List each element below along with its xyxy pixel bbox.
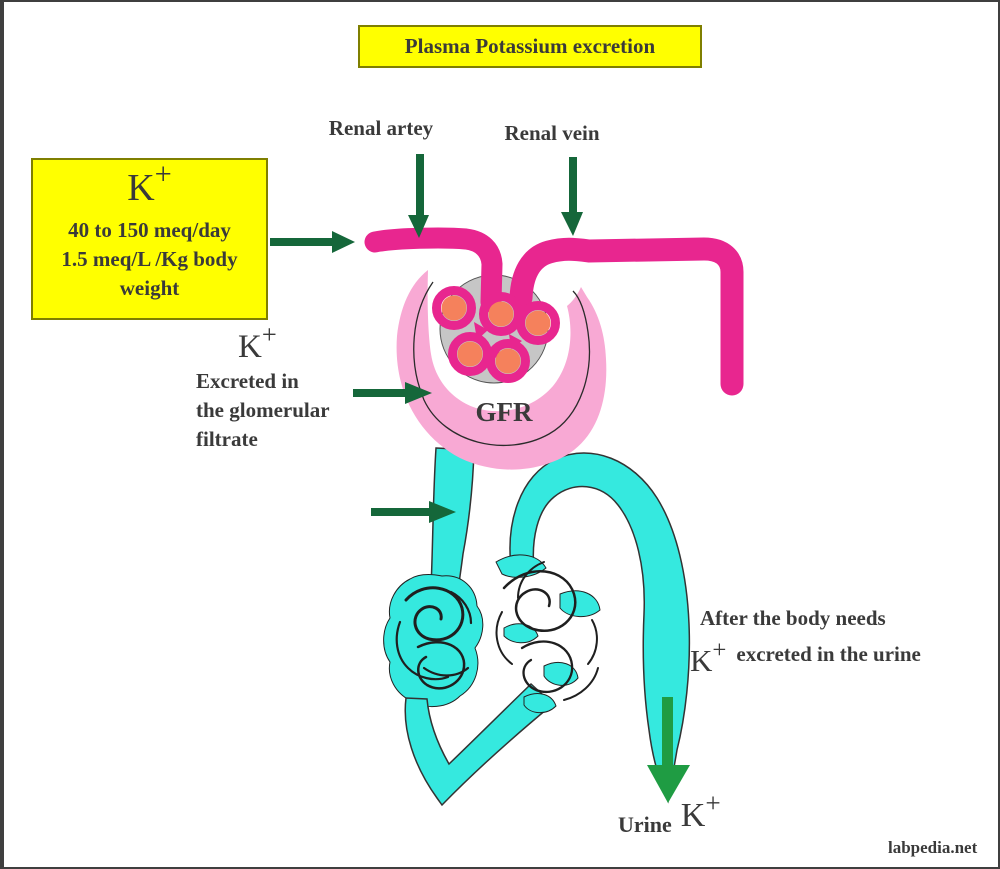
nephron-tubules xyxy=(383,447,691,807)
capillary-3 xyxy=(516,301,560,345)
proximal-tubule xyxy=(430,447,475,593)
renal-artery-vessel xyxy=(364,227,503,313)
annotation-arrows xyxy=(270,154,583,523)
tubule-swirls-right xyxy=(495,561,599,701)
filtrate-text: Excreted in the glomerular filtrate xyxy=(196,369,330,451)
capillary-4 xyxy=(448,332,492,376)
bowmans-capsule xyxy=(396,270,607,470)
artery-pointer-arrow xyxy=(408,154,429,238)
glomerulus-capillary-tuft xyxy=(432,286,560,383)
reabsorption-note-line2: K+ excreted in the urine xyxy=(690,636,921,678)
capillary-1 xyxy=(432,286,476,330)
potassium-symbol: K+ xyxy=(680,787,721,834)
filtrate-arrow xyxy=(353,382,432,404)
page-title: Plasma Potassium excretion xyxy=(404,34,656,58)
renal-vein-vessel xyxy=(509,237,744,396)
gfr-label: GFR xyxy=(475,397,533,427)
filtrate-note: K+ Excreted in the glomerular filtrate xyxy=(196,319,381,454)
capsule-inner-line xyxy=(413,281,591,447)
title-banner: Plasma Potassium excretion xyxy=(358,25,702,68)
capillary-2 xyxy=(479,292,523,336)
renal-vein-label: Renal vein xyxy=(504,121,600,145)
urine-output-label: Urine K+ xyxy=(618,787,721,837)
potassium-symbol: K+ xyxy=(127,157,172,209)
vein-pointer-arrow xyxy=(561,157,583,236)
potassium-intake-box: K+ 40 to 150 meq/day 1.5 meq/L /Kg body … xyxy=(31,158,268,320)
watermark: labpedia.net xyxy=(888,838,978,857)
urine-flow-arrow xyxy=(647,697,690,803)
capillary-5 xyxy=(486,339,530,383)
potassium-symbol: K+ xyxy=(690,636,727,678)
kidney-nephron-drawing xyxy=(270,154,744,807)
tubule-swirls-left xyxy=(395,586,473,690)
reabsorption-note-line1: After the body needs xyxy=(700,606,886,630)
intake-values: 40 to 150 meq/day 1.5 meq/L /Kg body wei… xyxy=(61,218,238,300)
potassium-symbol: K+ xyxy=(238,319,277,365)
tubule-arrow xyxy=(371,501,456,523)
renal-artery-label: Renal artey xyxy=(328,116,434,140)
intake-arrow xyxy=(270,231,355,253)
